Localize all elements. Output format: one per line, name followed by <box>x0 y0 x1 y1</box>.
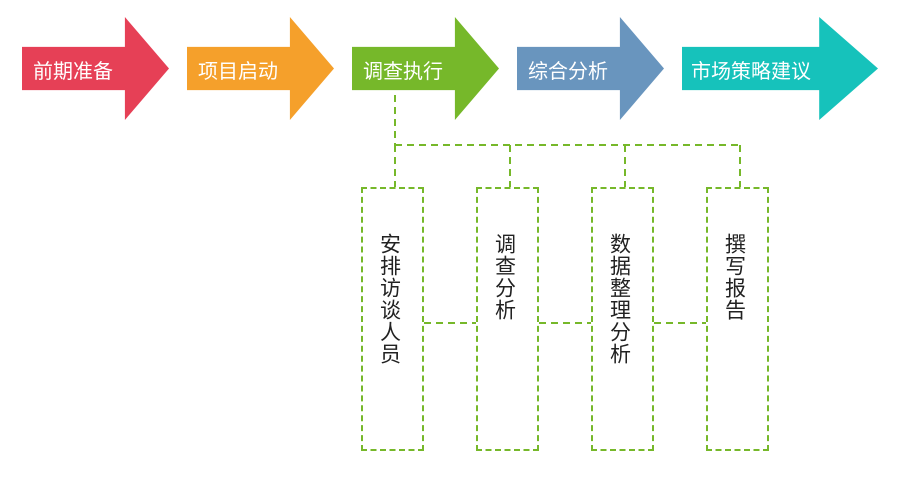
task-label: 数据整理分析 <box>607 233 632 365</box>
task-box-data-analysis: 数据整理分析 <box>591 187 654 451</box>
task-label: 撰写报告 <box>722 233 747 321</box>
stage-label-prep: 前期准备 <box>33 58 113 83</box>
stage-label-strategy: 市场策略建议 <box>691 58 811 83</box>
task-box-survey-analysis: 调查分析 <box>476 187 539 451</box>
task-box-arrange-interviewers: 安排访谈人员 <box>361 187 424 451</box>
stage-label-launch: 项目启动 <box>198 58 278 83</box>
task-box-write-report: 撰写报告 <box>706 187 769 451</box>
task-label: 安排访谈人员 <box>377 233 402 365</box>
stage-label-execution: 调查执行 <box>363 58 443 83</box>
task-label: 调查分析 <box>492 233 517 321</box>
stage-label-analysis: 综合分析 <box>528 58 608 83</box>
